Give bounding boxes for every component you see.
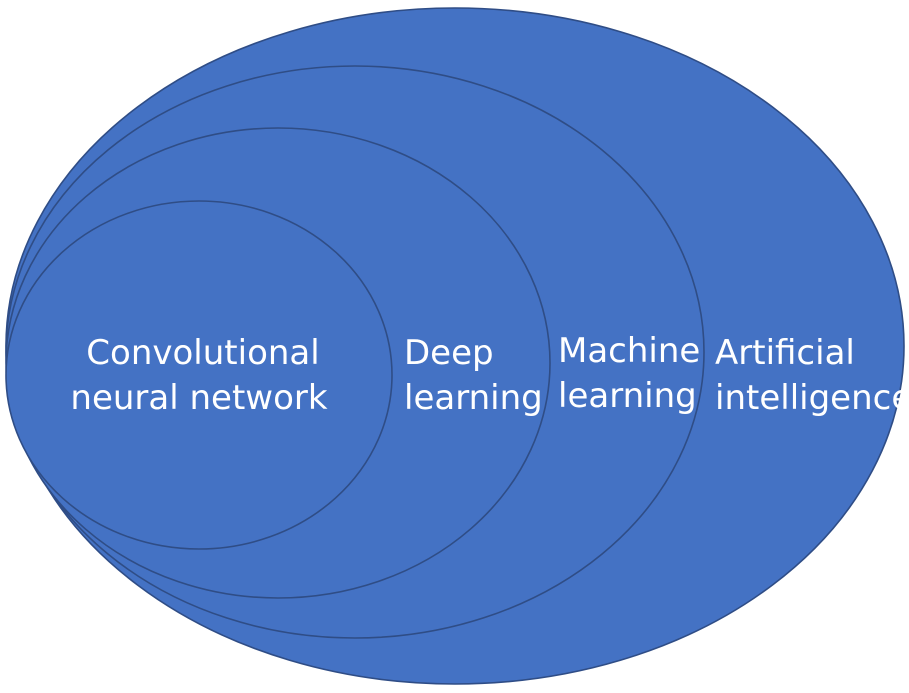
label-dl-line1: Deep [404, 333, 494, 373]
label-ai-line2: intelligence [715, 378, 909, 418]
label-ai-line1: Artificial [715, 333, 855, 373]
label-ml-line2: learning [558, 376, 697, 416]
ellipse-convolutional-neural-network [5, 200, 393, 550]
label-dl-line2: learning [404, 378, 543, 418]
label-cnn-line2: neural network [70, 378, 327, 418]
label-cnn-line1: Convolutional [86, 333, 319, 373]
label-ml-line1: Machine [558, 331, 700, 371]
